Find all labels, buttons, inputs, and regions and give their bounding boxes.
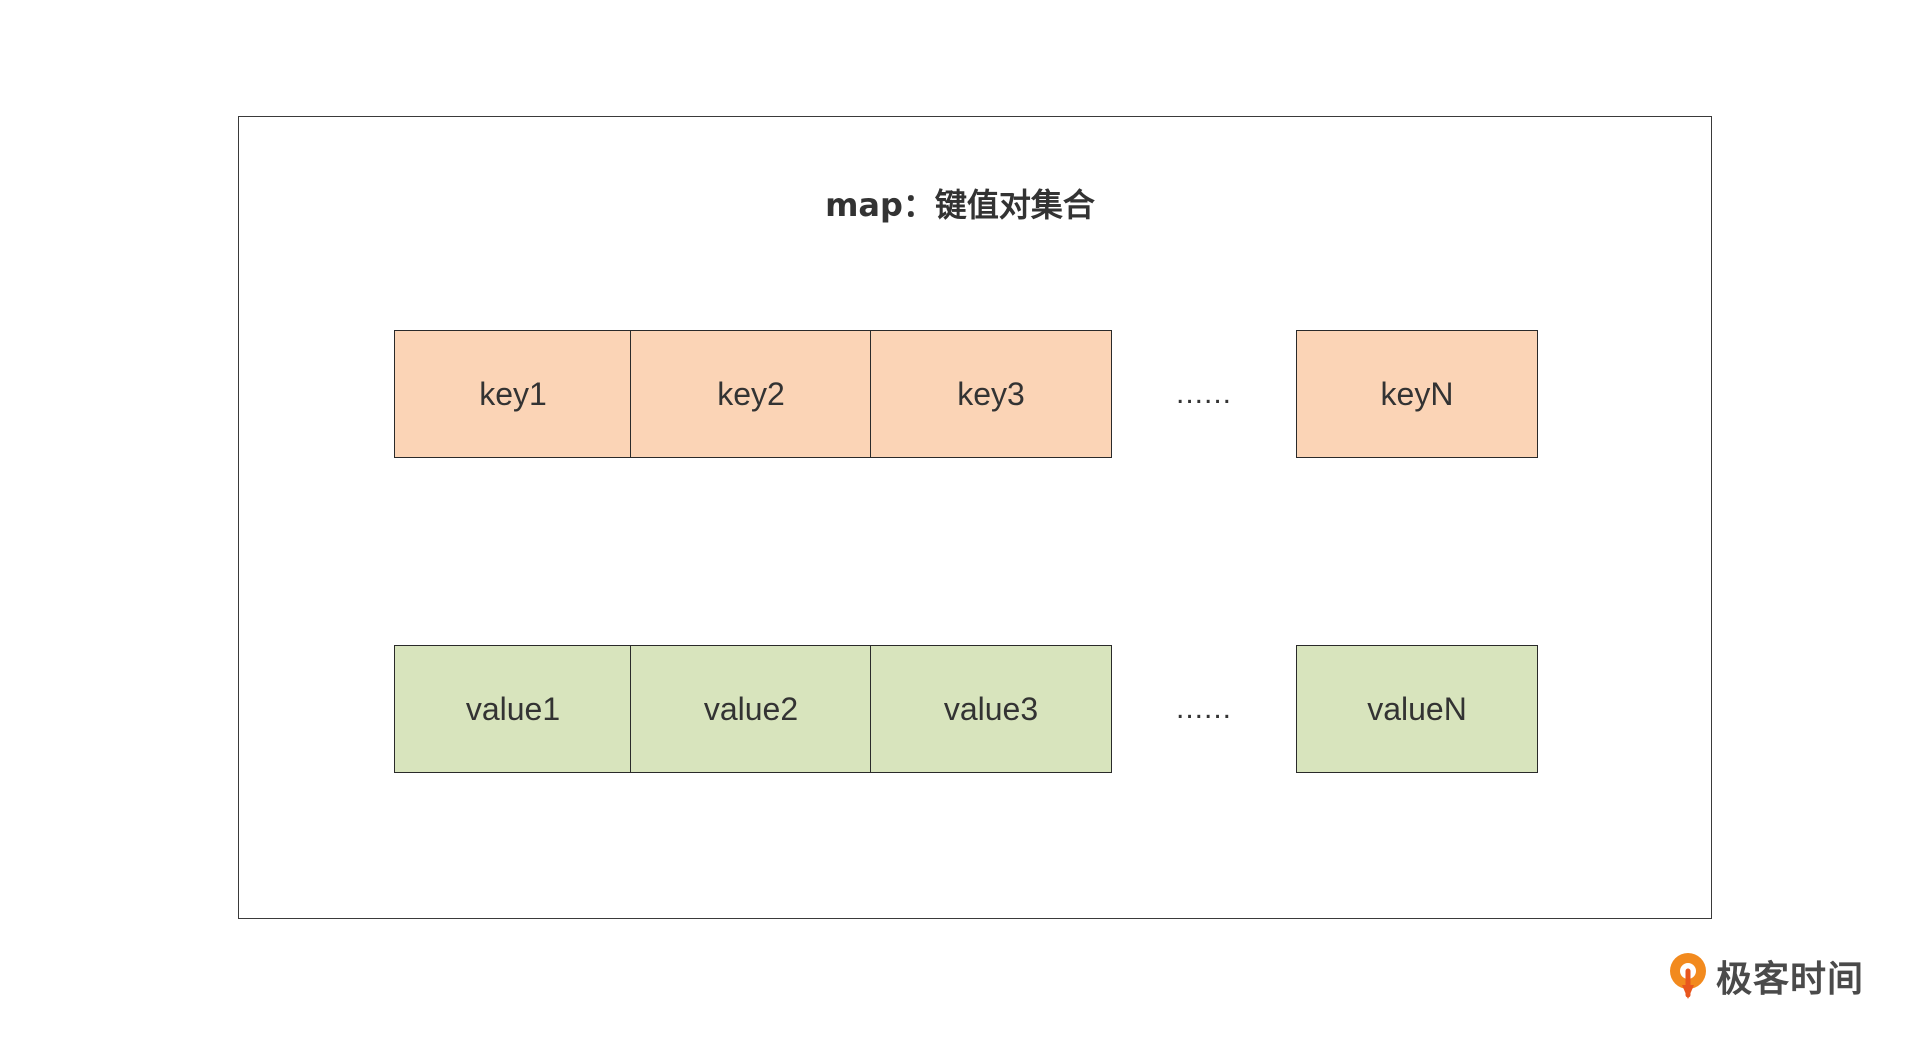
- value-cell-2: value2: [630, 645, 872, 773]
- value-cell-1: value1: [394, 645, 632, 773]
- value-cell-n: valueN: [1296, 645, 1538, 773]
- key-cell-n: keyN: [1296, 330, 1538, 458]
- map-container-frame: [238, 116, 1712, 919]
- key-cell-3: key3: [870, 330, 1112, 458]
- brand-watermark: 极客时间: [1666, 950, 1864, 1002]
- brand-name: 极客时间: [1716, 959, 1865, 1000]
- geektime-logo-icon: [1670, 953, 1706, 999]
- values-ellipsis: ......: [1175, 692, 1232, 725]
- key-cell-1: key1: [394, 330, 632, 458]
- key-cell-2: key2: [630, 330, 872, 458]
- value-cell-3: value3: [870, 645, 1112, 773]
- keys-ellipsis: ......: [1175, 377, 1232, 410]
- diagram-title: map：键值对集合: [825, 186, 1095, 224]
